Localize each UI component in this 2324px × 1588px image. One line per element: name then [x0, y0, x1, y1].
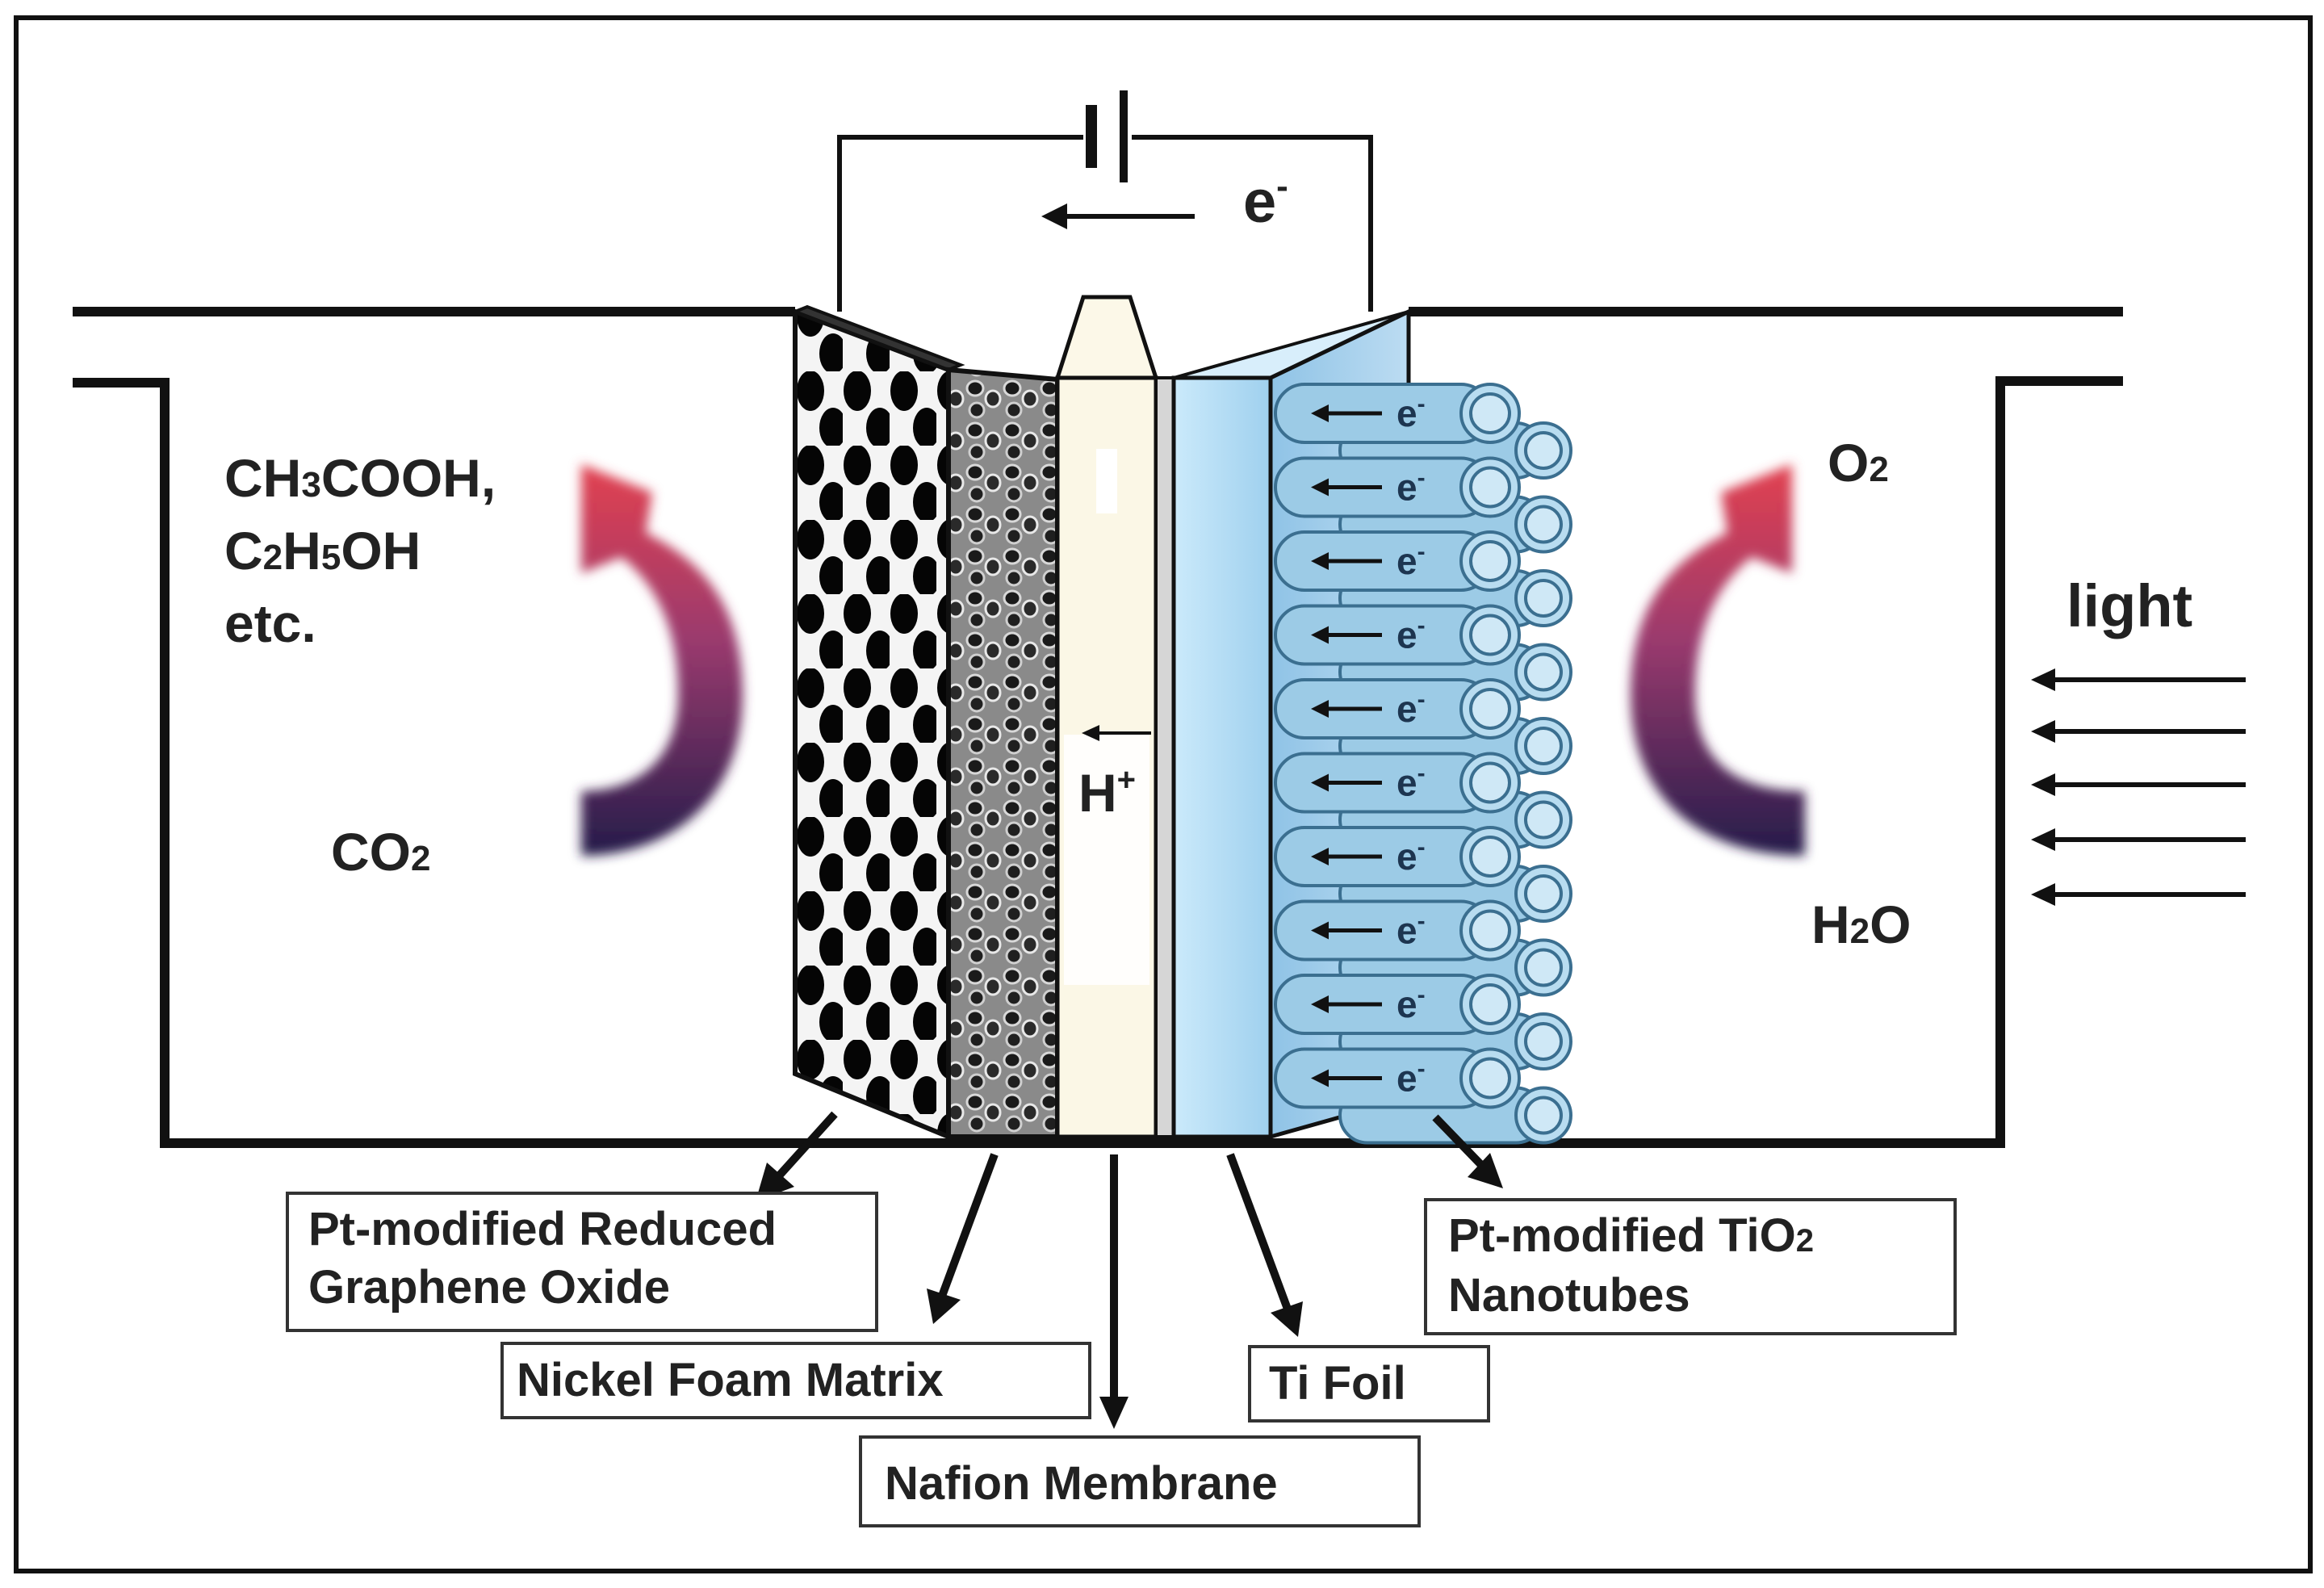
cell-tank [73, 307, 2123, 1148]
cathode-curved-arrow-icon [581, 464, 743, 856]
svg-text:Pt-modified TiO2: Pt-modified TiO2 [1448, 1209, 1814, 1262]
label-nickel-foam: Nickel Foam Matrix [500, 1342, 1091, 1419]
proton-arrow-left-icon [1082, 725, 1151, 741]
nanotube-electron-label: e- [1396, 613, 1426, 656]
proton-label: H+ [1078, 762, 1136, 823]
nanotube-opening [1469, 909, 1511, 952]
nanotube [1274, 899, 1492, 962]
svg-text:Nanotubes: Nanotubes [1448, 1269, 1690, 1322]
nanotube-electron-label: e- [1396, 465, 1426, 509]
nanotube-electron-arrowhead [1311, 921, 1329, 940]
nanotube-back-opening [1524, 431, 1563, 470]
nanotube [1274, 974, 1492, 1035]
nanotube-electron-arrowhead [1311, 404, 1329, 422]
cathode-product-etc: etc. [224, 593, 316, 653]
nanotube-electron-arrowhead [1311, 478, 1329, 497]
nanotube-electron-arrowhead [1311, 773, 1329, 792]
anode-reactant-h2o: H2O [1811, 895, 1912, 954]
nanotube-electron-arrowhead [1311, 626, 1329, 644]
svg-text:Nickel Foam Matrix: Nickel Foam Matrix [517, 1354, 944, 1406]
nanotube [1274, 530, 1492, 592]
nanotube [1274, 456, 1492, 518]
cathode-product-ethanol: C2H5OH [224, 521, 421, 580]
light-label: light [2066, 572, 2192, 639]
nafion-membrane [1054, 295, 1159, 1139]
nanotube-opening [1469, 540, 1511, 582]
nanotube-back-opening [1524, 652, 1563, 692]
nanotube [1274, 752, 1492, 814]
nanotube-electron-arrowhead [1311, 1069, 1329, 1087]
external-circuit [837, 135, 1373, 312]
tio2-nanotubes: e-e-e-e-e-e-e-e-e-e- [1274, 383, 1572, 1145]
rgo-electrode [790, 304, 965, 1141]
light-ray-arrowhead [2031, 773, 2055, 796]
nanotube-opening [1469, 688, 1511, 730]
nanotube-electron-arrowhead [1311, 995, 1329, 1013]
membrane-spacer [1154, 376, 1175, 1138]
nanotube-back-opening [1524, 948, 1563, 987]
svg-text:Nafion Membrane: Nafion Membrane [885, 1457, 1278, 1510]
nanotube-electron-label: e- [1396, 1056, 1426, 1100]
label-tio2-nanotubes: Pt-modified TiO2 Nanotubes [1424, 1198, 1957, 1335]
light-ray-arrowhead [2031, 883, 2055, 906]
pointer-arrows [756, 1111, 1503, 1429]
svg-text:Ti Foil: Ti Foil [1269, 1357, 1406, 1410]
circuit-electron-arrow [1041, 203, 1195, 229]
nanotube-back-opening [1524, 505, 1563, 544]
nanotube-electron-label: e- [1396, 908, 1426, 952]
nanotube-back-opening [1524, 874, 1563, 913]
svg-text:Graphene Oxide: Graphene Oxide [308, 1261, 670, 1314]
circuit-electron-label: e- [1243, 166, 1288, 235]
nanotube [1274, 604, 1492, 666]
nanotube-back-opening [1524, 727, 1563, 765]
outer-frame [14, 15, 2313, 1573]
nanotube-electron-label: e- [1396, 391, 1426, 434]
nanotube-electron-label: e- [1396, 982, 1426, 1025]
nanotube [1274, 678, 1492, 740]
cathode-reactant-co2: CO2 [331, 822, 430, 882]
battery-symbol-icon [1086, 90, 1128, 182]
nanotube-electron-label: e- [1396, 834, 1426, 878]
nanotube-opening [1469, 761, 1511, 804]
nanotube-opening [1469, 614, 1511, 656]
nanotube-electron-arrowhead [1311, 848, 1329, 865]
anode-curved-arrow-icon [1631, 464, 1805, 856]
nanotube-back-opening [1524, 579, 1563, 618]
nanotube [1274, 826, 1492, 887]
nanotube-opening [1469, 1057, 1511, 1100]
nanotube-opening [1469, 466, 1511, 509]
nanotube-back-opening [1524, 1096, 1563, 1135]
light-ray-arrowhead [2031, 668, 2055, 691]
anode-product-o2: O2 [1828, 433, 1889, 492]
nanotube-opening [1469, 983, 1511, 1025]
cathode-product-acetic-acid: CH3COOH, [224, 448, 496, 508]
light-arrows [2031, 668, 2246, 906]
label-nafion: Nafion Membrane [859, 1435, 1421, 1527]
nanotube [1274, 1047, 1492, 1109]
light-ray-arrowhead [2031, 720, 2055, 743]
nanotube-electron-label: e- [1396, 760, 1426, 804]
nanotube [1274, 383, 1492, 444]
svg-text:Pt-modified Reduced: Pt-modified Reduced [308, 1203, 777, 1255]
nickel-foam-layer [946, 367, 1060, 1139]
light-ray-arrowhead [2031, 828, 2055, 851]
nanotube-electron-label: e- [1396, 538, 1426, 582]
nanotube-opening [1469, 836, 1511, 878]
label-rgo: Pt-modified Reduced Graphene Oxide [286, 1192, 878, 1332]
nanotube-electron-arrowhead [1311, 552, 1329, 570]
nanotube-electron-arrowhead [1311, 700, 1329, 718]
nanotube-back-opening [1524, 1022, 1563, 1061]
nanotube-back-opening [1524, 800, 1563, 840]
label-ti-foil: Ti Foil [1248, 1345, 1490, 1422]
nanotube-opening [1469, 392, 1511, 434]
nanotube-electron-label: e- [1396, 686, 1426, 730]
